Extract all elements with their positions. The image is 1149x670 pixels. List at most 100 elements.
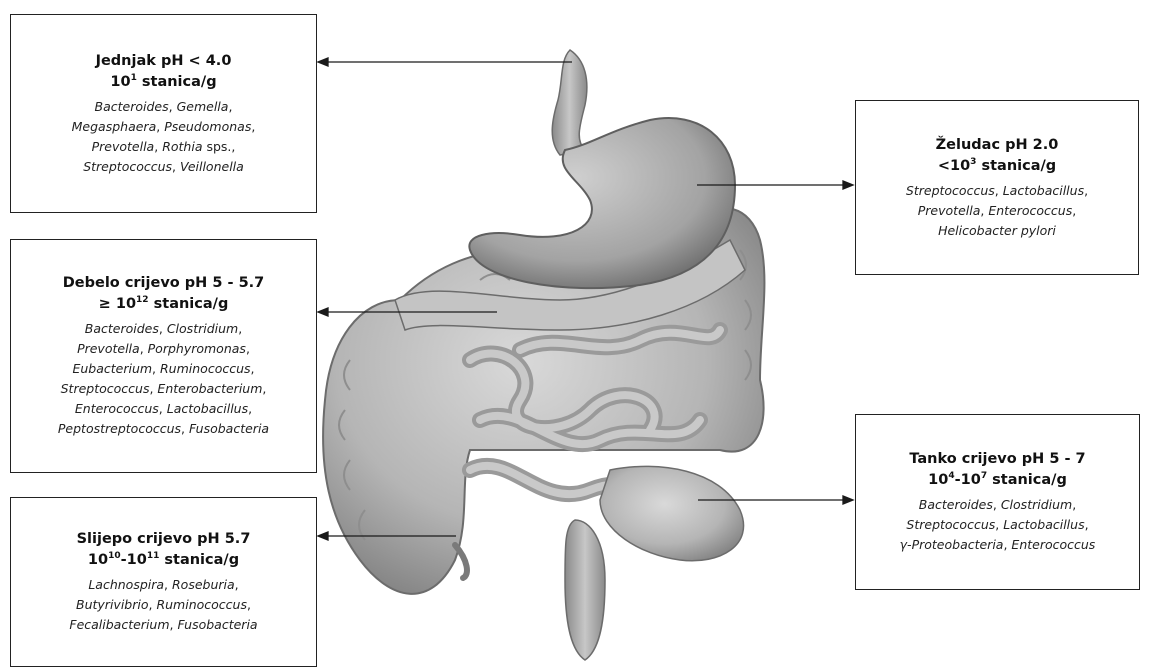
separator: ,	[169, 99, 177, 114]
organism-line: Fecalibacterium, Fusobacteria	[69, 615, 257, 635]
separator: ,	[248, 401, 252, 416]
cell-count: 101 stanica/g	[110, 72, 216, 93]
genus-name: Megasphaera	[72, 119, 157, 134]
organism-list: Lachnospira, Roseburia,Butyrivibrio, Rum…	[69, 575, 257, 635]
box-title: Slijepo crijevo pH 5.7	[77, 529, 251, 550]
colon-box: Debelo crijevo pH 5 - 5.7 ≥ 1012 stanica…	[10, 239, 317, 473]
organism-list: Bacteroides, Clostridium,Streptococcus, …	[900, 495, 1096, 555]
separator: ,	[993, 497, 1001, 512]
organism-line: Butyrivibrio, Ruminococcus,	[69, 595, 257, 615]
separator: ,	[228, 99, 232, 114]
box-title: Debelo crijevo pH 5 - 5.7	[63, 273, 265, 294]
esophagus-box: Jednjak pH < 4.0 101 stanica/g Bacteroid…	[10, 14, 317, 213]
organism-line: γ-Proteobacteria, Enterococcus	[900, 535, 1096, 555]
genus-name: Bacteroides	[95, 99, 169, 114]
genus-name: Ruminococcus	[156, 597, 247, 612]
genus-name: Clostridium	[167, 321, 238, 336]
organism-line: Bacteroides, Gemella,	[72, 97, 256, 117]
separator: ,	[1072, 497, 1076, 512]
separator: ,	[247, 597, 251, 612]
organism-line: Peptostreptococcus, Fusobacteria	[58, 419, 269, 439]
cell-count: 104-107 stanica/g	[928, 470, 1067, 491]
separator: ,	[262, 381, 266, 396]
organism-list: Streptococcus, Lactobacillus,Prevotella,…	[906, 181, 1088, 241]
genus-name: Pseudomonas	[164, 119, 251, 134]
separator: ,	[140, 341, 148, 356]
small-intestine-box: Tanko crijevo pH 5 - 7 104-107 stanica/g…	[855, 414, 1140, 590]
cell-count: 1010-1011 stanica/g	[88, 550, 239, 571]
organism-line: Bacteroides, Clostridium,	[900, 495, 1096, 515]
separator: ,	[251, 119, 255, 134]
genus-name: Butyrivibrio	[76, 597, 148, 612]
genus-name: Streptococcus	[906, 183, 995, 198]
organism-list: Bacteroides, Clostridium,Prevotella, Por…	[58, 319, 269, 439]
separator: ,	[181, 421, 189, 436]
organism-line: Streptococcus, Lactobacillus,	[900, 515, 1096, 535]
genus-name: Enterobacterium	[157, 381, 262, 396]
genus-name: Streptococcus	[61, 381, 150, 396]
organism-list: Bacteroides, Gemella,Megasphaera, Pseudo…	[72, 97, 256, 177]
separator: ,	[164, 577, 172, 592]
stomach-box: Želudac pH 2.0 <103 stanica/g Streptococ…	[855, 100, 1139, 275]
genus-name: Enterococcus	[988, 203, 1072, 218]
box-title: Tanko crijevo pH 5 - 7	[909, 449, 1085, 470]
genus-name: Prevotella	[92, 139, 155, 154]
appendix-shape	[455, 545, 467, 578]
stomach-shape	[469, 118, 735, 288]
cell-count: ≥ 1012 stanica/g	[99, 294, 229, 315]
separator: ,	[246, 341, 250, 356]
organism-line: Prevotella, Enterococcus,	[906, 201, 1088, 221]
separator: ,	[159, 321, 167, 336]
genus-name: Bacteroides	[85, 321, 159, 336]
organism-line: Streptococcus, Enterobacterium,	[58, 379, 269, 399]
genus-name: Clostridium	[1001, 497, 1072, 512]
organism-line: Prevotella, Porphyromonas,	[58, 339, 269, 359]
organism-line: Lachnospira, Roseburia,	[69, 575, 257, 595]
genus-name: Peptostreptococcus	[58, 421, 181, 436]
separator: ,	[159, 401, 167, 416]
ileum-shape	[600, 466, 744, 560]
organism-line: Streptococcus, Lactobacillus,	[906, 181, 1088, 201]
organism-line: Enterococcus, Lactobacillus,	[58, 399, 269, 419]
organism-line: Megasphaera, Pseudomonas,	[72, 117, 256, 137]
genus-name: Rothia	[162, 139, 202, 154]
box-title: Jednjak pH < 4.0	[96, 51, 232, 72]
genus-name: Ruminococcus	[160, 361, 251, 376]
genus-name: Lactobacillus	[167, 401, 248, 416]
genus-name: Fusobacteria	[177, 617, 257, 632]
rectum-shape	[565, 520, 605, 660]
genus-name: Streptococcus	[906, 517, 995, 532]
genus-name: Prevotella	[918, 203, 981, 218]
genus-name: Fusobacteria	[189, 421, 269, 436]
genus-name: Gemella	[177, 99, 229, 114]
genus-name: Enterococcus	[75, 401, 159, 416]
genus-name: Prevotella	[77, 341, 140, 356]
genus-name: Streptococcus	[83, 159, 172, 174]
esophagus-shape	[552, 50, 587, 155]
separator: ,	[1084, 183, 1088, 198]
genus-name: Enterococcus	[1011, 537, 1095, 552]
separator: sps.,	[202, 139, 235, 154]
cell-count: <103 stanica/g	[938, 156, 1056, 177]
genus-name: Roseburia	[172, 577, 235, 592]
separator: ,	[1085, 517, 1089, 532]
separator: ,	[152, 361, 160, 376]
genus-name: Eubacterium	[72, 361, 152, 376]
organism-line: Bacteroides, Clostridium,	[58, 319, 269, 339]
organism-line: Streptococcus, Veillonella	[72, 157, 256, 177]
genus-name: Helicobacter pylori	[938, 223, 1056, 238]
separator: ,	[154, 139, 162, 154]
genus-name: Lactobacillus	[1003, 517, 1084, 532]
separator: ,	[156, 119, 164, 134]
cecum-box: Slijepo crijevo pH 5.7 1010-1011 stanica…	[10, 497, 317, 667]
separator: ,	[238, 321, 242, 336]
genus-name: Fecalibacterium	[69, 617, 169, 632]
organism-line: Helicobacter pylori	[906, 221, 1088, 241]
box-title: Želudac pH 2.0	[936, 135, 1059, 156]
genus-name: γ-Proteobacteria	[900, 537, 1004, 552]
organism-line: Eubacterium, Ruminococcus,	[58, 359, 269, 379]
separator: ,	[235, 577, 239, 592]
separator: ,	[1072, 203, 1076, 218]
separator: ,	[172, 159, 180, 174]
genus-name: Lactobacillus	[1003, 183, 1084, 198]
